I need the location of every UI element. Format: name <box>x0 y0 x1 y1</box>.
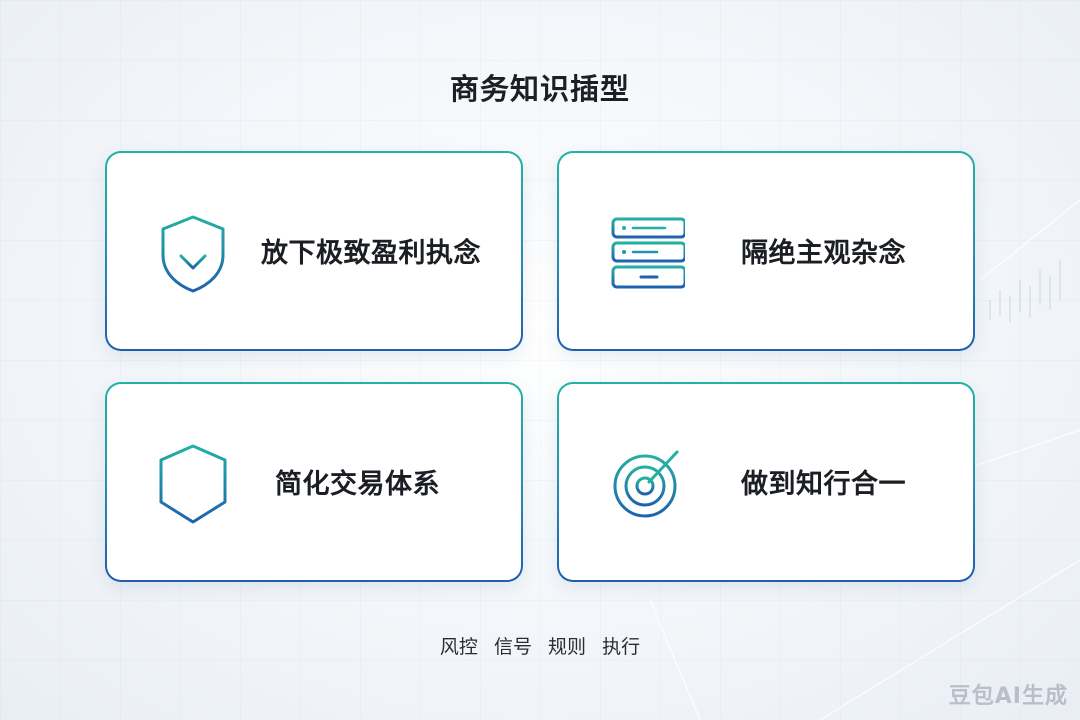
page-title: 商务知识插型 <box>449 72 630 106</box>
card-unity-knowledge-action[interactable]: 做到知行合一 <box>557 382 975 582</box>
card-simplify-trading-system[interactable]: 简化交易体系 <box>105 382 523 582</box>
card-label: 放下极致盈利执念 <box>261 238 481 269</box>
card-release-profit-obsession[interactable]: 放下极致盈利执念 <box>105 151 523 351</box>
card-label: 做到知行合一 <box>741 469 906 500</box>
shield-download-icon <box>153 211 233 295</box>
hexagon-bars-icon <box>153 442 233 526</box>
footer-tag-execution: 执行 <box>602 636 641 658</box>
footer-tag-rules: 规则 <box>548 636 587 658</box>
footer-tag-risk-control: 风控 <box>439 636 478 658</box>
target-crosshair-icon <box>605 442 685 526</box>
card-isolate-subjective-thoughts[interactable]: 隔绝主观杂念 <box>557 151 975 351</box>
card-label: 隔绝主观杂念 <box>741 238 906 269</box>
watermark: 豆包AI生成 <box>948 684 1068 709</box>
server-stack-icon <box>605 211 685 295</box>
card-label: 简化交易体系 <box>275 469 440 500</box>
footer-tag-signal: 信号 <box>493 636 532 658</box>
footer-tags: 风控 信号 规则 执行 <box>0 632 1080 659</box>
